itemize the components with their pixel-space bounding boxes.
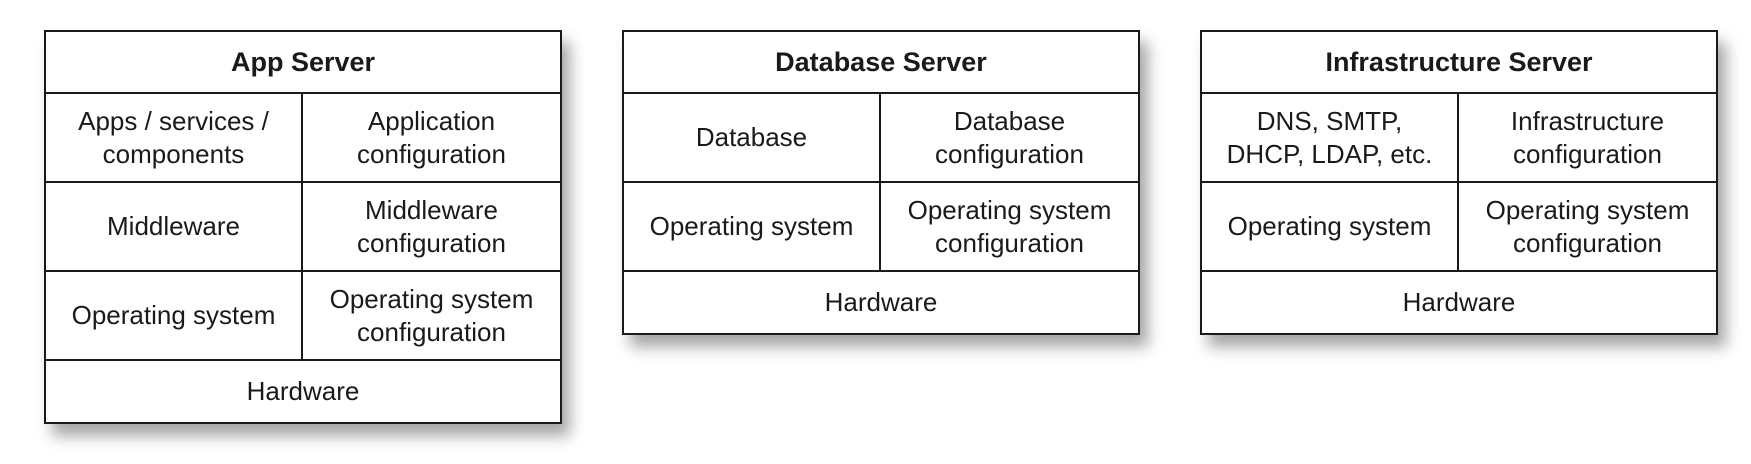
dns-smtp-dhcp-ldap-cell: DNS, SMTP, DHCP, LDAP, etc.: [1202, 94, 1459, 181]
app-os-cell: Operating system: [46, 272, 303, 359]
app-server-layer-os: Operating system Operating system config…: [46, 272, 560, 361]
infrastructure-server-title: Infrastructure Server: [1202, 32, 1716, 94]
application-configuration-cell: Application configuration: [357, 105, 506, 169]
apps-services-components-cell: Apps / services / components: [46, 94, 303, 181]
app-server-layer-apps: Apps / services / components Application…: [46, 94, 560, 183]
db-os-configuration-cell: Operating system configuration: [907, 194, 1112, 258]
database-cell: Database: [624, 94, 881, 181]
database-server-box: Database Server Database Database config…: [622, 30, 1140, 335]
middleware-configuration-cell: Middleware configuration: [357, 194, 506, 258]
db-os-cell: Operating system: [624, 183, 881, 270]
infrastructure-server-box: Infrastructure Server DNS, SMTP, DHCP, L…: [1200, 30, 1718, 335]
database-configuration-cell: Database configuration: [935, 105, 1084, 169]
infra-os-configuration-cell: Operating system configuration: [1485, 194, 1690, 258]
app-server-title: App Server: [46, 32, 560, 94]
app-server-layer-middleware: Middleware Middleware configuration: [46, 183, 560, 272]
middleware-cell: Middleware: [46, 183, 303, 270]
infra-os-cell: Operating system: [1202, 183, 1459, 270]
database-server-layer-db: Database Database configuration: [624, 94, 1138, 183]
infrastructure-configuration-cell: Infrastructure configuration: [1510, 105, 1665, 169]
app-hardware-cell: Hardware: [246, 376, 360, 406]
app-os-configuration-cell: Operating system configuration: [329, 283, 534, 347]
infra-hardware-cell: Hardware: [1402, 287, 1516, 317]
infrastructure-server-layer-services: DNS, SMTP, DHCP, LDAP, etc. Infrastructu…: [1202, 94, 1716, 183]
db-hardware-cell: Hardware: [824, 287, 938, 317]
infrastructure-server-layer-os: Operating system Operating system config…: [1202, 183, 1716, 272]
database-server-title: Database Server: [624, 32, 1138, 94]
database-server-layer-os: Operating system Operating system config…: [624, 183, 1138, 272]
app-server-box: App Server Apps / services / components …: [44, 30, 562, 424]
